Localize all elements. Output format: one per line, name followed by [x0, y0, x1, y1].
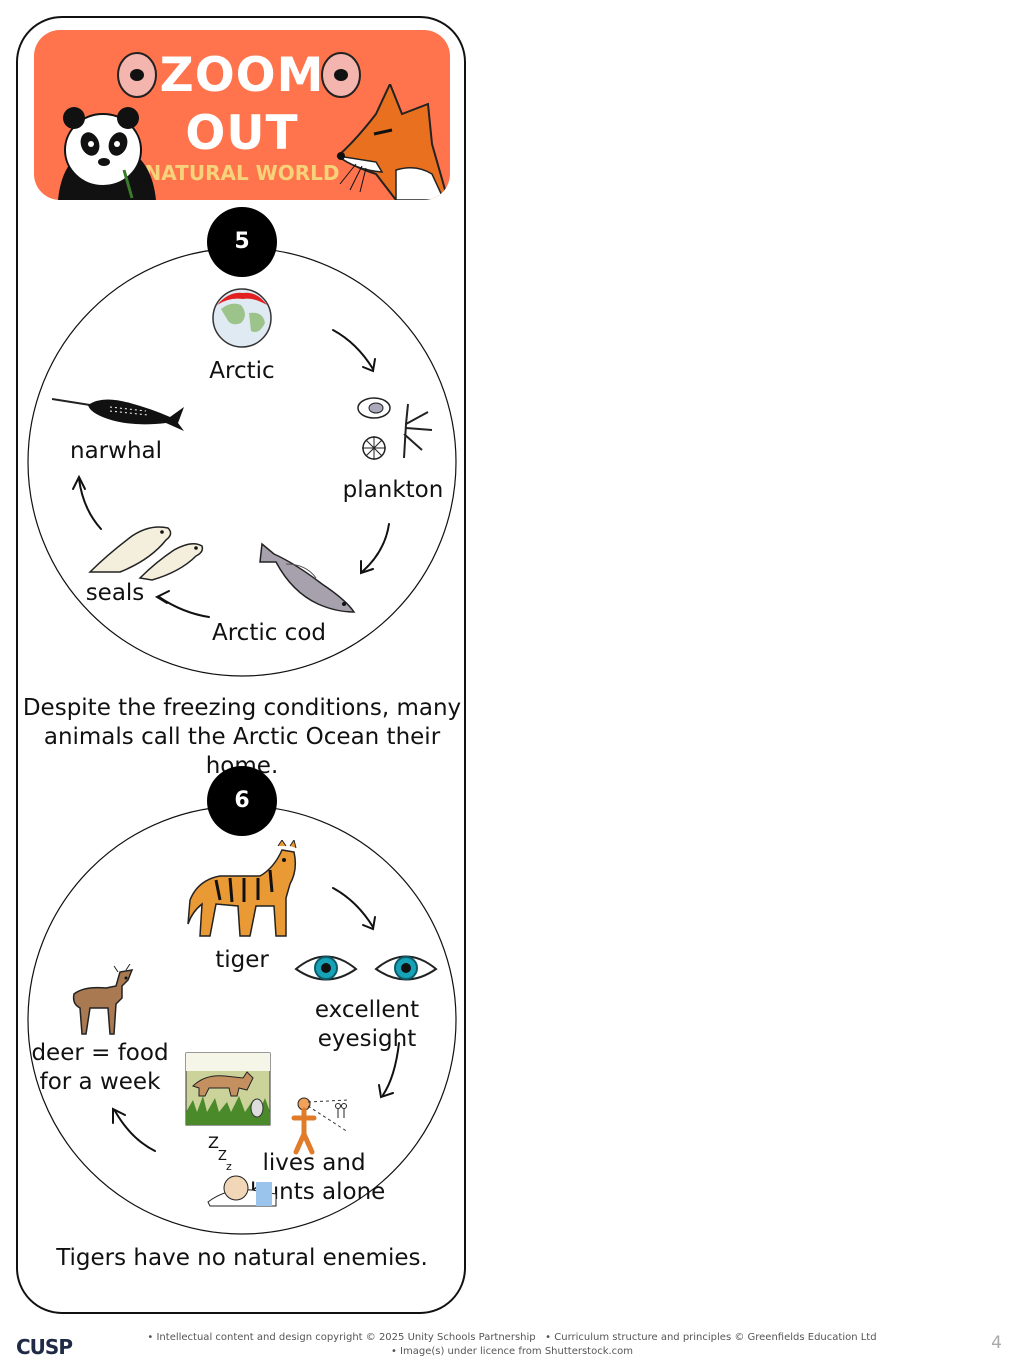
zoom-out-banner: ZOOM OUT NATURAL WORLD [34, 30, 450, 200]
hunt-scene-icon [185, 1052, 271, 1126]
cycle-arrows-5 [72, 329, 390, 618]
label-for-a-week: for a week [39, 1069, 161, 1095]
section-6-badge: 6 [207, 766, 277, 836]
banner-title-line2: OUT [185, 106, 299, 161]
narwhal-icon [52, 398, 184, 431]
footer-copyright-usp: • Intellectual content and design copyri… [147, 1332, 536, 1343]
left-eye-icon [117, 52, 157, 98]
content-card [16, 16, 466, 1314]
label-seals: seals [85, 580, 145, 606]
globe-icon [212, 288, 272, 348]
label-arctic-cod: Arctic cod [211, 620, 326, 646]
right-eye-icon [321, 52, 361, 98]
section-5-badge: 5 [207, 207, 277, 277]
tiger-icon [187, 840, 297, 937]
banner-subtitle: NATURAL WORLD [144, 161, 340, 185]
footer-copyright: • Intellectual content and design copyri… [0, 1332, 1024, 1343]
label-narwhal: narwhal [70, 438, 162, 464]
cusp-logo: CUSP [16, 1335, 73, 1359]
sleep-icon: Z Z z [207, 1133, 277, 1207]
fox-icon [336, 84, 448, 200]
plankton-icon [357, 397, 433, 460]
footer-licence: • Image(s) under licence from Shuttersto… [390, 1346, 634, 1357]
section-6-caption: Tigers have no natural enemies. [56, 1245, 428, 1271]
label-lives-and: lives and [262, 1150, 366, 1176]
label-arctic: Arctic [209, 358, 275, 384]
alone-icon [291, 1097, 349, 1155]
label-deer-food: deer = food [31, 1040, 169, 1066]
label-excellent: excellent [314, 997, 420, 1023]
svg-text:z: z [226, 1160, 232, 1173]
footer-copyright-greenfields: • Curriculum structure and principles © … [545, 1332, 877, 1343]
panda-icon [58, 107, 156, 200]
svg-text:Z: Z [218, 1149, 227, 1164]
cod-icon [259, 542, 356, 613]
label-plankton: plankton [342, 477, 444, 503]
page-number: 4 [991, 1333, 1002, 1353]
deer-icon [72, 964, 134, 1035]
cycle-arrows-6 [112, 887, 400, 1152]
banner-title-line1: ZOOM [159, 48, 325, 103]
section-5-caption: Despite the freezing conditions, many an… [22, 695, 462, 779]
seals-icon [88, 526, 204, 581]
svg-text:Z: Z [208, 1133, 219, 1152]
label-tiger: tiger [215, 947, 269, 973]
eyes-icon [294, 955, 438, 981]
label-eyesight: eyesight [317, 1026, 417, 1052]
